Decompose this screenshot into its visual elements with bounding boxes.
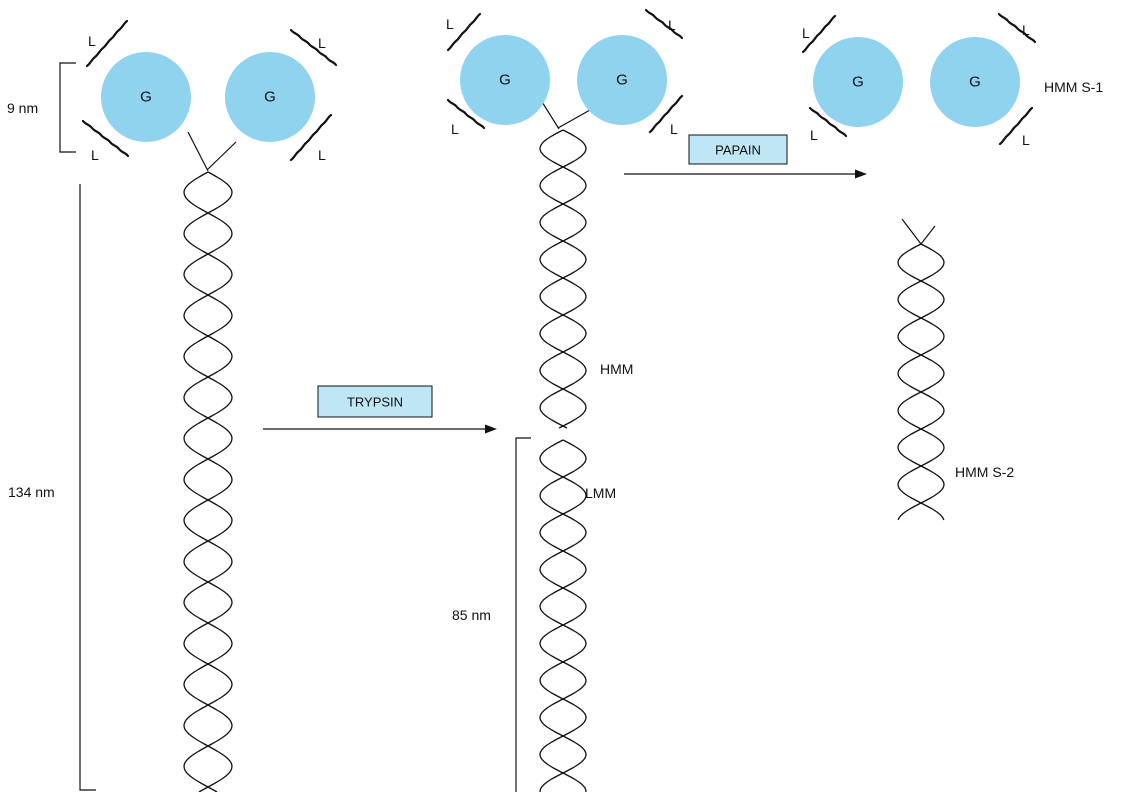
head-label: G — [499, 72, 511, 89]
head-size-label: 9 nm — [7, 100, 38, 116]
light-chain-label: L — [802, 25, 810, 41]
intact-myosin-helix — [183, 171, 233, 792]
light-chain-label: L — [91, 147, 99, 163]
light-chain-label: L — [668, 17, 676, 33]
intact-myosin: G G L L L L 9 nm 134 nm — [7, 19, 338, 792]
globular-head: G — [930, 37, 1020, 127]
head-circle — [460, 35, 550, 125]
lmm-helix — [539, 439, 587, 792]
full-length-bracket — [79, 184, 96, 791]
head-size-bracket — [59, 62, 76, 153]
light-chain-label: L — [88, 33, 96, 49]
light-chain-label: L — [670, 121, 678, 137]
helix-strand — [183, 171, 233, 792]
lmm-length-bracket — [515, 437, 531, 792]
globular-head: G — [225, 52, 315, 142]
hmm-helix — [539, 129, 587, 429]
lmm-length-label: 85 nm — [452, 607, 491, 623]
head-label: G — [140, 89, 152, 106]
rod-end-line — [920, 225, 936, 245]
helix-strand — [539, 129, 587, 429]
full-length-label: 134 nm — [8, 484, 55, 500]
light-chain — [289, 113, 333, 162]
head-label: G — [616, 72, 628, 89]
papain-step: PAPAIN — [624, 134, 867, 179]
globular-head: G — [577, 35, 667, 125]
neck-line — [187, 131, 209, 172]
light-chain — [289, 28, 338, 67]
hmm-label: HMM — [600, 361, 633, 377]
head-circle — [577, 35, 667, 125]
head-label: G — [852, 74, 864, 91]
lmm-label: LMM — [585, 485, 616, 501]
trypsin-products: G G L L L L HMM LMM 85 nm — [446, 8, 684, 792]
helix-strand — [539, 129, 587, 429]
light-chain-label: L — [810, 127, 818, 143]
light-chain — [997, 12, 1037, 44]
hmm-s2-label: HMM S-2 — [955, 464, 1014, 480]
light-chain — [446, 98, 486, 130]
light-chain — [808, 106, 848, 138]
light-chain — [85, 19, 129, 68]
globular-head: G — [101, 52, 191, 142]
trypsin-label: TRYPSIN — [347, 395, 403, 410]
hmm-s1-heads: G G L L L L HMM S-1 — [801, 12, 1103, 148]
light-chain-label: L — [446, 16, 454, 32]
rod-end-line — [901, 218, 922, 245]
head-circle — [813, 37, 903, 127]
trypsin-step: TRYPSIN — [263, 385, 497, 434]
arrowhead-icon — [485, 424, 497, 434]
light-chain-label: L — [318, 35, 326, 51]
head-circle — [930, 37, 1020, 127]
papain-label: PAPAIN — [715, 143, 761, 158]
light-chain — [81, 119, 130, 158]
light-chain-label: L — [1022, 132, 1030, 148]
light-chain — [998, 106, 1034, 146]
helix-strand — [897, 243, 945, 521]
head-circle — [225, 52, 315, 142]
globular-head: G — [813, 37, 903, 127]
light-chain — [446, 12, 482, 52]
head-circle — [101, 52, 191, 142]
hmm-s2-rod: HMM S-2 — [897, 218, 1014, 521]
light-chain — [801, 14, 837, 54]
light-chain — [648, 94, 684, 134]
helix-strand — [183, 171, 233, 792]
light-chain — [644, 8, 684, 40]
papain-box — [688, 134, 788, 165]
helix-strand — [539, 439, 587, 792]
arrowhead-icon — [855, 169, 867, 179]
helix-strand — [897, 243, 945, 521]
light-chain-label: L — [451, 121, 459, 137]
light-chain-label: L — [318, 147, 326, 163]
head-label: G — [969, 74, 981, 91]
helix-strand — [539, 439, 587, 792]
head-label: G — [264, 89, 276, 106]
trypsin-box — [317, 385, 433, 418]
neck-line — [206, 141, 237, 171]
hmm-s1-label: HMM S-1 — [1044, 79, 1103, 95]
neck-line — [557, 109, 591, 129]
globular-head: G — [460, 35, 550, 125]
hmm-s2-helix — [897, 243, 945, 521]
light-chain-label: L — [1022, 22, 1030, 38]
